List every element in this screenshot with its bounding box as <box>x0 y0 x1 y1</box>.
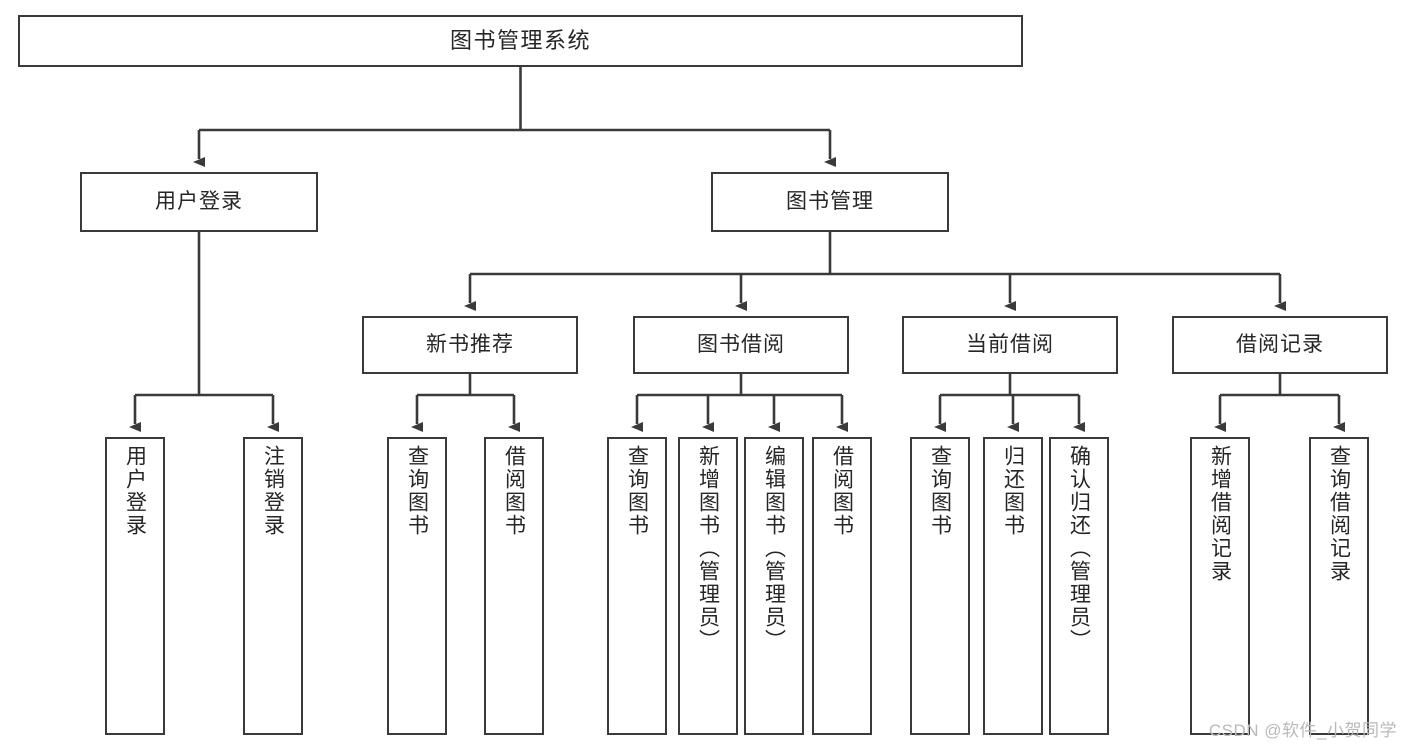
node-borrow-record[interactable]: 借阅记录 <box>1172 316 1388 374</box>
node-book-borrow-label: 图书借阅 <box>697 332 785 356</box>
node-leaf-edit-book-label: 编辑图书（管理员） <box>762 445 786 652</box>
node-root[interactable]: 图书管理系统 <box>18 15 1023 67</box>
node-leaf-query-record-label: 查询借阅记录 <box>1327 445 1351 583</box>
node-book-manage[interactable]: 图书管理 <box>711 172 949 232</box>
node-new-book-rec-label: 新书推荐 <box>426 332 514 356</box>
node-leaf-query-book-1[interactable]: 查询图书 <box>387 437 447 735</box>
node-leaf-edit-book[interactable]: 编辑图书（管理员） <box>744 437 804 735</box>
node-leaf-user-logout[interactable]: 注销登录 <box>243 437 303 735</box>
node-leaf-add-book-label: 新增图书（管理员） <box>696 445 720 652</box>
node-leaf-query-book-2-label: 查询图书 <box>625 445 649 537</box>
node-leaf-borrow-book-1-label: 借阅图书 <box>502 445 526 537</box>
node-leaf-confirm-return-label: 确认归还（管理员） <box>1067 445 1091 652</box>
node-leaf-query-book-3-label: 查询图书 <box>928 445 952 537</box>
node-current-borrow-label: 当前借阅 <box>966 332 1054 356</box>
node-leaf-query-book-2[interactable]: 查询图书 <box>607 437 667 735</box>
node-book-borrow[interactable]: 图书借阅 <box>633 316 849 374</box>
node-leaf-query-book-1-label: 查询图书 <box>405 445 429 537</box>
node-leaf-return-book[interactable]: 归还图书 <box>983 437 1043 735</box>
node-leaf-return-book-label: 归还图书 <box>1001 445 1025 537</box>
node-leaf-confirm-return[interactable]: 确认归还（管理员） <box>1049 437 1109 735</box>
node-leaf-add-book[interactable]: 新增图书（管理员） <box>678 437 738 735</box>
node-user-login[interactable]: 用户登录 <box>80 172 318 232</box>
node-new-book-rec[interactable]: 新书推荐 <box>362 316 578 374</box>
node-leaf-add-record-label: 新增借阅记录 <box>1208 445 1232 583</box>
node-leaf-borrow-book-2-label: 借阅图书 <box>830 445 854 537</box>
node-borrow-record-label: 借阅记录 <box>1236 332 1324 356</box>
node-leaf-query-book-3[interactable]: 查询图书 <box>910 437 970 735</box>
watermark-text: CSDN @软件_小贺同学 <box>1208 721 1397 740</box>
node-leaf-user-logout-label: 注销登录 <box>261 445 285 537</box>
node-root-label: 图书管理系统 <box>449 28 591 54</box>
node-book-manage-label: 图书管理 <box>786 189 874 213</box>
node-leaf-borrow-book-2[interactable]: 借阅图书 <box>812 437 872 735</box>
node-leaf-add-record[interactable]: 新增借阅记录 <box>1190 437 1250 735</box>
node-user-login-label: 用户登录 <box>155 189 243 213</box>
node-leaf-user-login-label: 用户登录 <box>123 445 147 537</box>
node-leaf-query-record[interactable]: 查询借阅记录 <box>1309 437 1369 735</box>
node-current-borrow[interactable]: 当前借阅 <box>902 316 1118 374</box>
node-leaf-user-login[interactable]: 用户登录 <box>105 437 165 735</box>
node-leaf-borrow-book-1[interactable]: 借阅图书 <box>484 437 544 735</box>
